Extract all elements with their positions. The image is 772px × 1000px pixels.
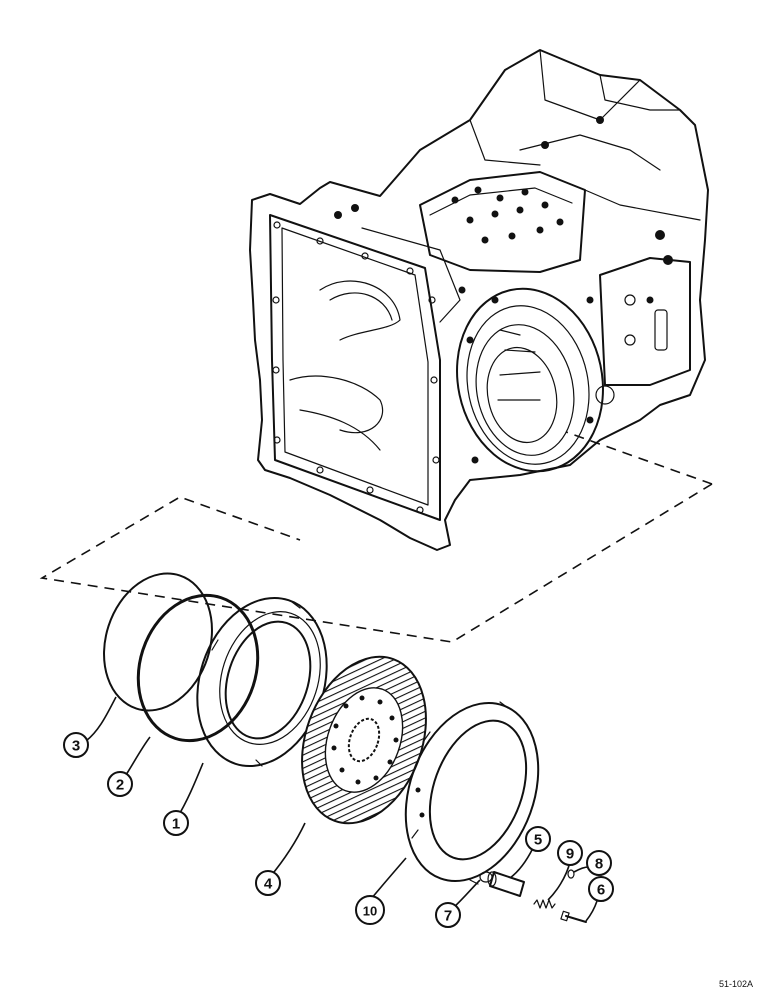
pressure-plate	[404, 701, 540, 885]
callout-6: 6	[588, 876, 614, 902]
svg-text:6: 6	[597, 882, 605, 899]
svg-text:1: 1	[172, 816, 180, 833]
svg-text:7: 7	[444, 908, 452, 925]
callout-9: 9	[557, 840, 583, 866]
callout-2: 2	[107, 771, 133, 797]
callouts: 3 2 1 4 10 7 5 9 8 6	[63, 696, 614, 928]
drawing-code: 51-102A	[719, 979, 753, 989]
svg-text:4: 4	[264, 876, 273, 893]
svg-text:8: 8	[595, 856, 603, 873]
transmission-housing	[249, 49, 709, 551]
callout-8: 8	[586, 850, 612, 876]
friction-disc	[301, 655, 427, 825]
svg-text:5: 5	[534, 832, 542, 849]
guide-pin	[487, 871, 525, 897]
svg-text:10: 10	[363, 904, 377, 919]
callout-5: 5	[525, 826, 551, 852]
callout-3: 3	[63, 732, 89, 758]
svg-text:3: 3	[72, 738, 80, 755]
callout-7: 7	[435, 902, 461, 928]
o-ring-outer	[103, 572, 213, 712]
o-ring-inner	[136, 593, 260, 743]
assembly-outline-lower	[39, 483, 713, 643]
callout-1: 1	[163, 810, 189, 836]
assembly-outline	[565, 431, 713, 485]
top-block-holes	[334, 116, 673, 304]
svg-text:9: 9	[566, 846, 574, 863]
callout-4: 4	[255, 870, 281, 896]
spring	[533, 899, 556, 909]
flange-bolt-holes	[272, 221, 440, 514]
callout-10: 10	[355, 895, 385, 925]
retaining-bolt	[560, 910, 587, 923]
check-ball	[567, 869, 575, 879]
svg-text:2: 2	[116, 777, 124, 794]
main-bore	[456, 287, 615, 473]
